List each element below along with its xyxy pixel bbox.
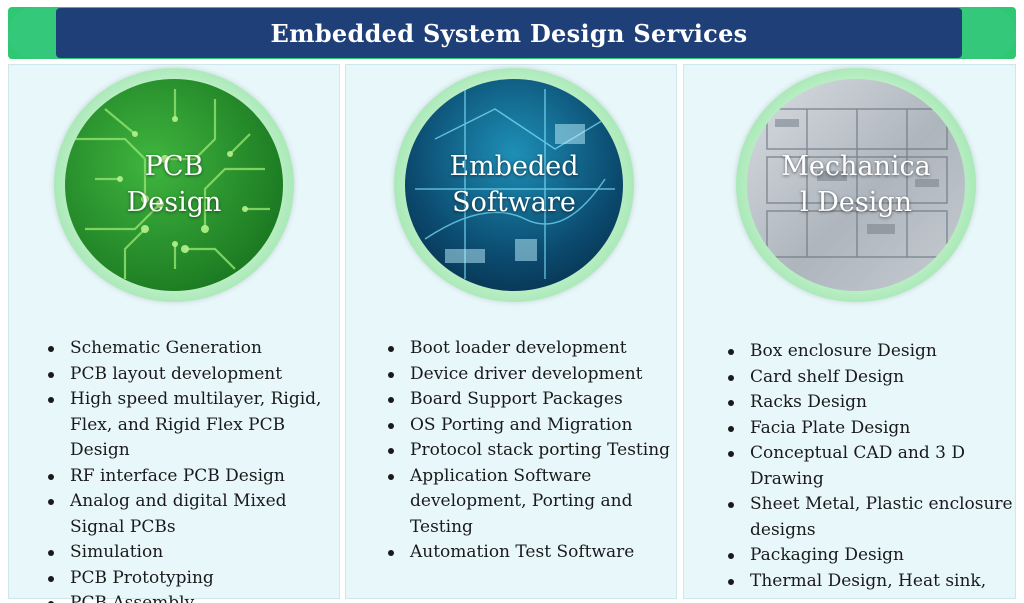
- pcb-design-label: PCB Design: [126, 151, 222, 218]
- list-item: PCB layout development: [46, 362, 336, 388]
- pcb-design-badge: PCB Design: [54, 68, 294, 302]
- list-item: OS Porting and Migration: [386, 413, 676, 439]
- embedded-software-service-list: Boot loader development Device driver de…: [386, 336, 676, 566]
- rack-enclosure-image: Mechanica l Design: [747, 79, 965, 291]
- list-item: Card shelf Design: [726, 365, 1014, 391]
- list-item: Thermal Design, Heat sink,: [726, 569, 1014, 595]
- pcb-design-service-list: Schematic Generation PCB layout developm…: [46, 336, 336, 603]
- circuit-board-icon: [75, 89, 270, 279]
- pcb-circuit-image: PCB Design: [65, 79, 283, 291]
- list-item: PCB Assembly: [46, 591, 336, 603]
- mechanical-design-service-list: Box enclosure Design Card shelf Design R…: [726, 339, 1014, 594]
- list-item: Device driver development: [386, 362, 676, 388]
- embedded-software-badge: Embeded Software: [394, 68, 634, 302]
- software-image: Embeded Software: [405, 79, 623, 291]
- page-title: Embedded System Design Services: [270, 18, 748, 48]
- list-item: Sheet Metal, Plastic enclosure designs: [726, 492, 1014, 543]
- rack-enclosure-icon: [766, 108, 948, 258]
- list-item: PCB Prototyping: [46, 566, 336, 592]
- list-item: Automation Test Software: [386, 540, 676, 566]
- list-item: Box enclosure Design: [726, 339, 1014, 365]
- list-item: Simulation: [46, 540, 336, 566]
- list-item: Packaging Design: [726, 543, 1014, 569]
- digital-graph-icon: [415, 89, 615, 279]
- embedded-software-label: Embeded Software: [449, 151, 579, 218]
- mechanical-design-label: Mechanica l Design: [781, 151, 931, 218]
- list-item: Board Support Packages: [386, 387, 676, 413]
- list-item: Boot loader development: [386, 336, 676, 362]
- list-item: High speed multilayer, Rigid, Flex, and …: [46, 387, 336, 464]
- list-item: Protocol stack porting Testing: [386, 438, 676, 464]
- header-band: Embedded System Design Services: [56, 8, 962, 58]
- list-item: Racks Design: [726, 390, 1014, 416]
- list-item: Analog and digital Mixed Signal PCBs: [46, 489, 336, 540]
- list-item: Conceptual CAD and 3 D Drawing: [726, 441, 1014, 492]
- mechanical-design-badge: Mechanica l Design: [736, 68, 976, 302]
- list-item: RF interface PCB Design: [46, 464, 336, 490]
- list-item: Application Software development, Portin…: [386, 464, 676, 541]
- list-item: Facia Plate Design: [726, 416, 1014, 442]
- list-item: Schematic Generation: [46, 336, 336, 362]
